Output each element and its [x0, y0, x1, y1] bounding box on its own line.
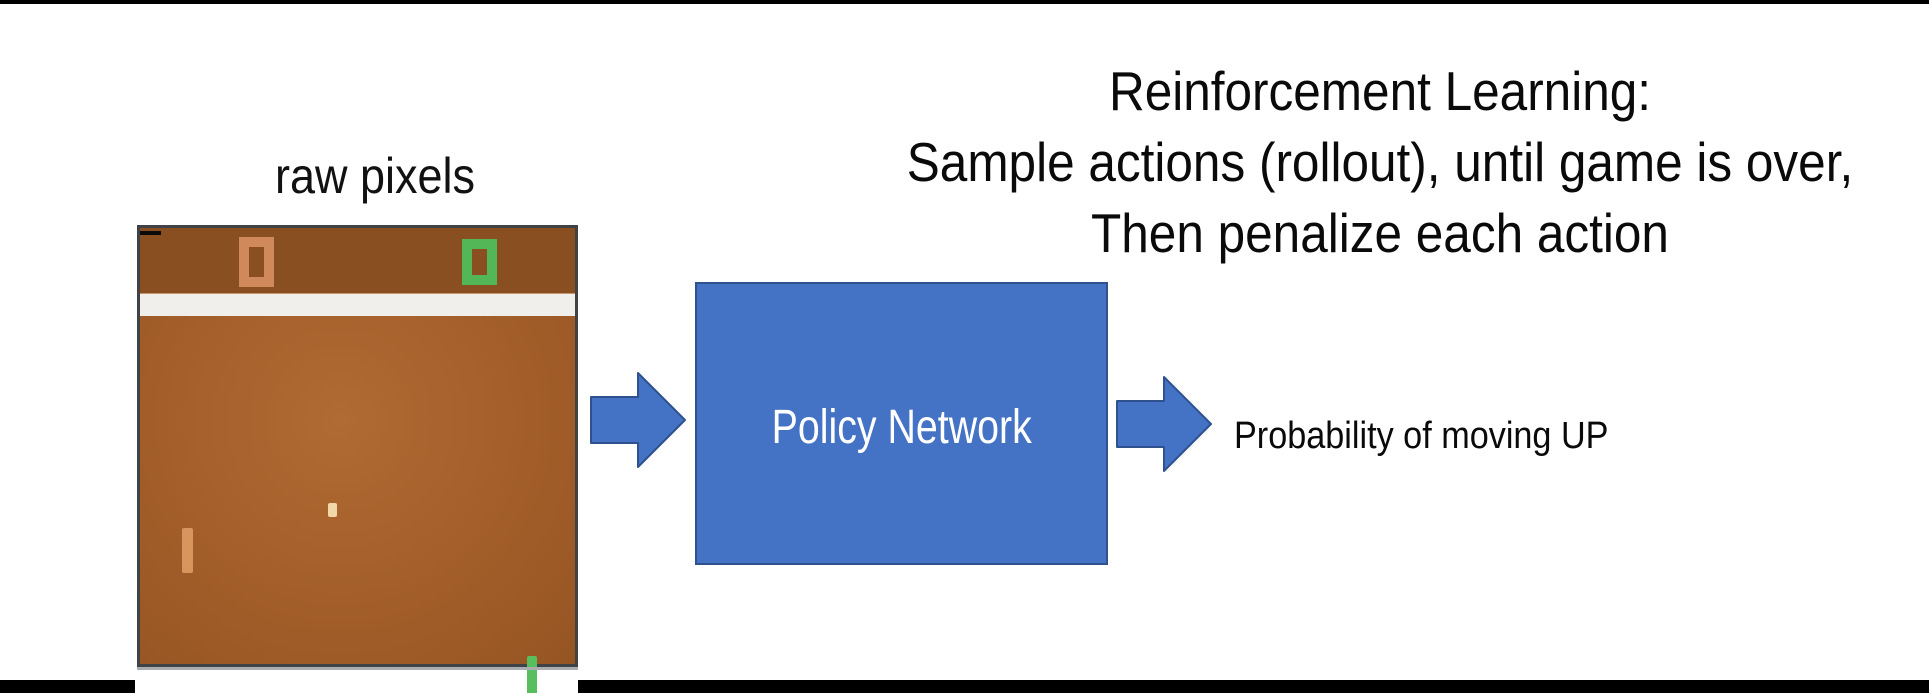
bottom-black-bar-right: [578, 680, 1929, 693]
input-arrow-icon: [590, 372, 686, 468]
pong-score-area: [140, 228, 575, 293]
bottom-black-bar-left: [0, 680, 135, 693]
output-probability-label: Probability of moving UP: [1234, 415, 1609, 457]
pong-right-score-digit: [462, 239, 497, 285]
pong-left-paddle: [182, 528, 193, 573]
policy-network-box: Policy Network: [695, 282, 1108, 565]
title-line-1: Reinforcement Learning:: [1108, 60, 1652, 122]
output-arrow-icon: [1116, 376, 1212, 472]
pong-game-screenshot: [137, 225, 578, 693]
pong-right-paddle: [527, 656, 537, 693]
pong-divider-band: [140, 293, 575, 316]
pong-left-score-digit: [239, 237, 274, 287]
raw-pixels-label: raw pixels: [274, 148, 476, 204]
slide-title: Reinforcement Learning: Sample actions (…: [835, 56, 1925, 269]
pong-bottom-edge: [137, 667, 578, 670]
policy-network-label: Policy Network: [771, 401, 1032, 454]
pong-ball: [328, 503, 337, 517]
top-black-bar: [0, 0, 1929, 4]
pong-playfield: [140, 316, 575, 693]
pong-corner-mark: [140, 231, 161, 235]
title-line-3: Then penalize each action: [1091, 202, 1669, 264]
title-line-2: Sample actions (rollout), until game is …: [906, 131, 1854, 193]
